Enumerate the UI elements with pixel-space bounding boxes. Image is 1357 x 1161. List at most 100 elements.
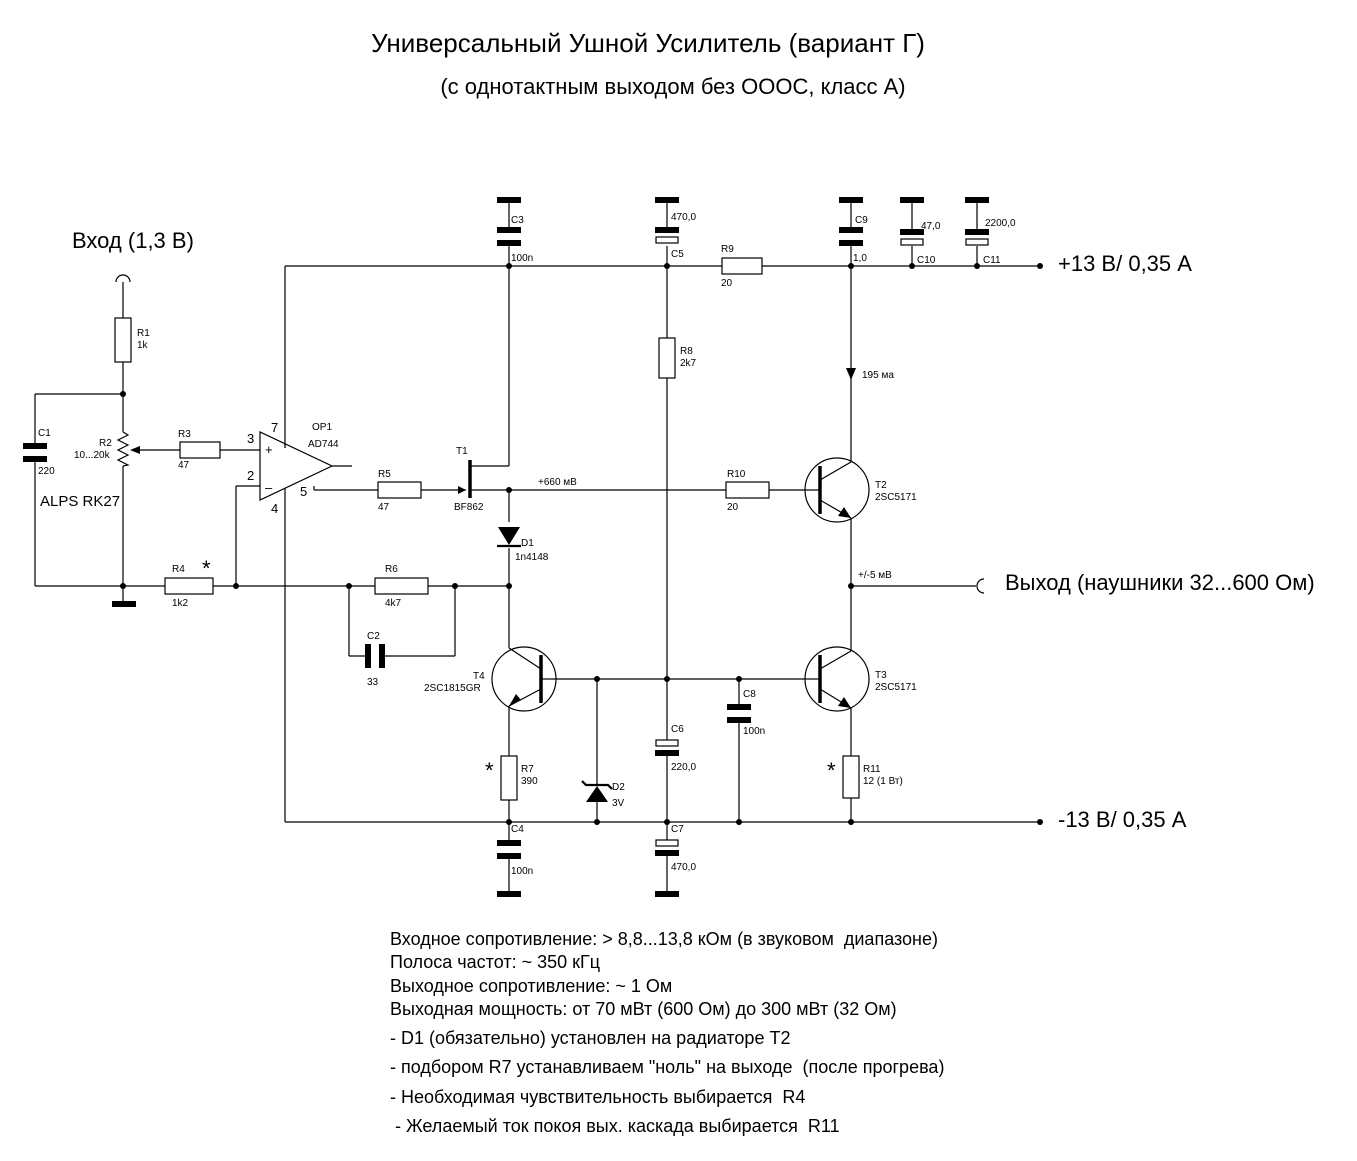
resistor-r6 (374, 577, 429, 595)
svg-text:20: 20 (721, 278, 733, 289)
svg-text:R7: R7 (521, 764, 534, 775)
svg-text:47,0: 47,0 (921, 221, 941, 232)
svg-text:2SC1815GR: 2SC1815GR (424, 683, 481, 694)
svg-text:T4: T4 (473, 671, 485, 682)
svg-text:R4: R4 (172, 564, 185, 575)
svg-text:470,0: 470,0 (671, 212, 696, 223)
svg-text:BF862: BF862 (454, 502, 484, 513)
current-arrow-icon (846, 368, 856, 380)
junctions (120, 263, 1043, 825)
note-bandwidth: Полоса частот: ~ 350 кГц (390, 952, 601, 973)
page-title: Универсальный Ушной Усилитель (вариант Г… (371, 28, 925, 58)
svg-text:R6: R6 (385, 564, 398, 575)
wires (34, 246, 1040, 840)
output-label: Выход (наушники 32...600 Ом) (1005, 570, 1315, 595)
svg-text:47: 47 (378, 502, 390, 513)
svg-text:R10: R10 (727, 469, 746, 480)
svg-text:2: 2 (247, 468, 254, 483)
svg-text:R2: R2 (99, 438, 112, 449)
svg-text:R3: R3 (178, 429, 191, 440)
zener-d2 (581, 780, 613, 802)
svg-text:100n: 100n (511, 253, 533, 264)
svg-text:C1: C1 (38, 428, 51, 439)
page-subtitle: (с однотактным выходом без ОООС, класс А… (440, 74, 905, 99)
svg-text:R11: R11 (863, 764, 881, 775)
output-jack-icon (976, 578, 985, 594)
svg-text:AD744: AD744 (308, 439, 339, 450)
svg-text:2200,0: 2200,0 (985, 218, 1016, 229)
r4-star: * (202, 556, 211, 581)
svg-text:T1: T1 (456, 446, 468, 457)
svg-text:12 (1 Вт): 12 (1 Вт) (863, 776, 903, 787)
resistor-r3 (179, 441, 221, 459)
note-r11: - Желаемый ток покоя вых. каскада выбира… (390, 1116, 840, 1137)
bias-voltage-label: +660 мВ (538, 477, 577, 488)
note-input-impedance: Входное сопротивление: > 8,8...13,8 кОм … (390, 929, 939, 949)
svg-text:5: 5 (300, 484, 307, 499)
svg-text:2SC5171: 2SC5171 (875, 492, 917, 503)
svg-text:R5: R5 (378, 469, 391, 480)
svg-text:20: 20 (727, 502, 739, 513)
supply-neg-label: -13 В/ 0,35 А (1058, 807, 1187, 832)
svg-text:C11: C11 (983, 255, 1001, 266)
svg-text:C8: C8 (743, 689, 756, 700)
resistor-r9 (721, 257, 763, 275)
r11-star: * (827, 758, 836, 783)
note-r7: - подбором R7 устанавливаем "ноль" на вы… (390, 1057, 945, 1078)
svg-text:R1: R1 (137, 328, 150, 339)
resistor-r4 (164, 577, 214, 595)
resistors (114, 257, 860, 801)
svg-text:470,0: 470,0 (671, 862, 696, 873)
svg-text:T2: T2 (875, 480, 887, 491)
svg-text:1k2: 1k2 (172, 598, 189, 609)
out-offset-label: +/-5 мВ (858, 570, 892, 581)
svg-text:D1: D1 (521, 538, 534, 549)
resistor-r1 (114, 317, 132, 363)
supply-pos-label: +13 В/ 0,35 А (1058, 251, 1192, 276)
svg-text:C6: C6 (671, 724, 684, 735)
svg-text:100n: 100n (743, 726, 765, 737)
input-label: Вход (1,3 В) (72, 228, 194, 253)
svg-text:D2: D2 (612, 782, 625, 793)
svg-text:2k7: 2k7 (680, 358, 697, 369)
svg-text:C2: C2 (367, 631, 380, 642)
diode-d1 (497, 527, 521, 548)
note-d1: - D1 (обязательно) установлен на радиато… (390, 1028, 791, 1049)
svg-text:R9: R9 (721, 244, 734, 255)
svg-text:+: + (265, 442, 273, 457)
input-jack-icon (115, 274, 131, 283)
resistor-r8 (658, 337, 676, 379)
svg-text:33: 33 (367, 677, 379, 688)
note-r4: - Необходимая чувствительность выбираетс… (390, 1086, 806, 1107)
svg-text:R8: R8 (680, 346, 693, 357)
svg-text:C4: C4 (511, 824, 524, 835)
note-output-impedance: Выходное сопротивление: ~ 1 Ом (390, 975, 673, 996)
svg-text:2SC5171: 2SC5171 (875, 682, 917, 693)
svg-text:1n4148: 1n4148 (515, 552, 549, 563)
svg-text:220: 220 (38, 466, 55, 477)
potentiometer-r2 (116, 431, 130, 467)
svg-text:4k7: 4k7 (385, 598, 402, 609)
svg-text:220,0: 220,0 (671, 762, 696, 773)
svg-text:C7: C7 (671, 824, 684, 835)
svg-text:3: 3 (247, 431, 254, 446)
transistor-t3 (804, 646, 870, 712)
svg-text:–: – (265, 480, 273, 495)
potentiometer-wiper-icon (130, 446, 140, 454)
transistor-t2 (804, 457, 870, 523)
svg-text:1k: 1k (137, 340, 149, 351)
jfet-t1 (458, 460, 472, 498)
svg-text:7: 7 (271, 420, 278, 435)
svg-text:C5: C5 (671, 249, 684, 260)
svg-text:4: 4 (271, 501, 278, 516)
opamp-op1: + – (259, 431, 334, 501)
transistor-t4 (491, 646, 557, 712)
svg-text:47: 47 (178, 460, 190, 471)
svg-text:3V: 3V (612, 798, 625, 809)
svg-text:10...20k: 10...20k (74, 450, 111, 461)
svg-text:T3: T3 (875, 670, 887, 681)
svg-text:C10: C10 (917, 255, 936, 266)
resistor-r10 (725, 481, 770, 499)
svg-text:390: 390 (521, 776, 538, 787)
